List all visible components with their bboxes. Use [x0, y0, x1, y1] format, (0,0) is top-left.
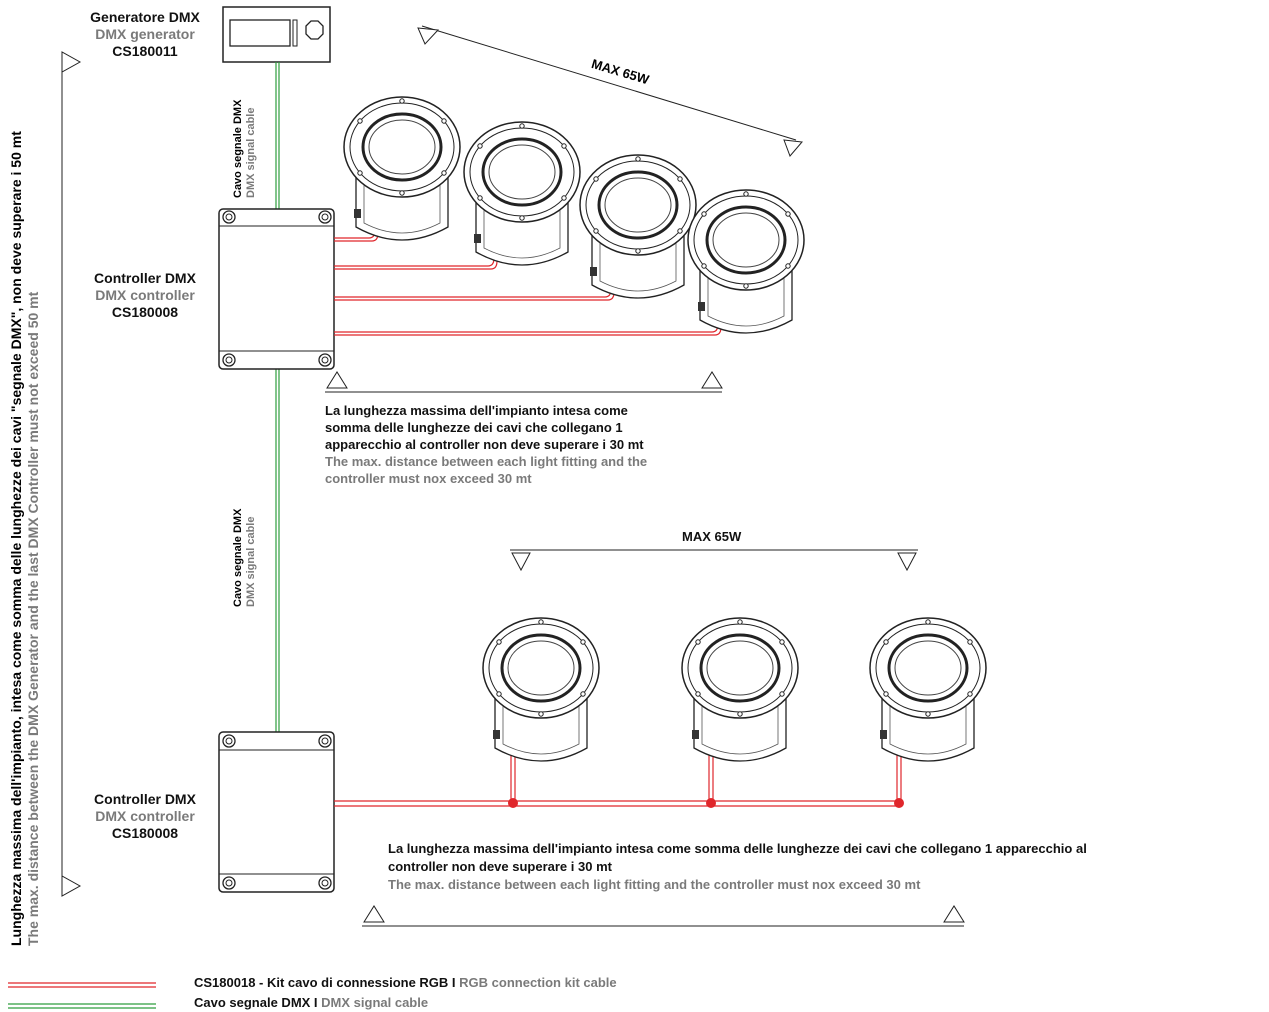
bottom-distance-note-en: The max. distance between each light fit… — [388, 877, 921, 892]
dimension-arrow-icon — [511, 552, 531, 572]
dmx-signal-cable-upper — [275, 62, 280, 210]
dmx-generator-title-en: DMX generator — [95, 26, 195, 42]
dimension-arrow-icon — [943, 905, 965, 923]
signal-cable-label-upper-it: Cavo segnale DMX — [232, 99, 244, 198]
legend-dmx-prefix: Cavo segnale DMX I — [194, 995, 322, 1010]
legend-rgb-suffix: RGB connection kit cable — [459, 975, 617, 990]
top-distance-note-it-2: somma delle lunghezze dei cavi che colle… — [325, 420, 623, 435]
dimension-arrow-icon — [701, 371, 723, 389]
controller-bottom-code: CS180008 — [111, 825, 179, 841]
light-fixture — [342, 95, 462, 242]
legend-rgb-prefix: CS180018 - Kit cavo di connessione RGB I — [194, 975, 460, 990]
signal-cable-label-lower-en: DMX signal cable — [245, 516, 257, 607]
signal-cable-label-upper-en: DMX signal cable — [245, 107, 257, 198]
dimension-arrow-icon — [783, 139, 803, 157]
controller-top-title-it: Controller DMX — [94, 270, 196, 286]
system-length-note: Lunghezza massima dell'impianto, intesa … — [8, 131, 42, 946]
legend-rgb-label: CS180018 - Kit cavo di connessione RGB I… — [194, 974, 617, 991]
controller-bottom-title-it: Controller DMX — [94, 791, 196, 807]
bottom-distance-note-it-1: La lunghezza massima dell'impianto intes… — [388, 841, 1087, 856]
dimension-arrow-icon — [897, 552, 917, 572]
rgb-cables-bottom — [334, 737, 902, 807]
light-fixture — [868, 616, 988, 763]
top-distance-note-it-1: La lunghezza massima dell'impianto intes… — [325, 403, 628, 418]
top-distance-note: La lunghezza massima dell'impianto intes… — [325, 402, 647, 487]
legend-dmx-label: Cavo segnale DMX I DMX signal cable — [194, 994, 428, 1011]
light-fixture — [680, 616, 800, 763]
system-length-note-en: The max. distance between the DMX Genera… — [25, 291, 41, 946]
dmx-generator-device — [222, 6, 331, 63]
top-distance-note-en-1: The max. distance between each light fit… — [325, 454, 648, 469]
legend-dmx-swatch — [8, 1003, 156, 1009]
bottom-distance-note-it-2: controller non deve superare i 30 mt — [388, 859, 612, 874]
dimension-arrow-icon — [61, 875, 82, 897]
signal-cable-label-lower: Cavo segnale DMX DMX signal cable — [232, 509, 258, 607]
controller-bottom-title-en: DMX controller — [95, 808, 195, 824]
dmx-generator-code: CS180011 — [112, 43, 178, 59]
signal-cable-label-lower-it: Cavo segnale DMX — [232, 508, 244, 607]
light-fixture — [462, 120, 582, 267]
controller-bottom-label: Controller DMX DMX controller CS180008 — [72, 791, 218, 842]
controller-top-code: CS180008 — [111, 304, 179, 320]
signal-cable-label-upper: Cavo segnale DMX DMX signal cable — [232, 100, 258, 198]
junction-point — [706, 798, 716, 808]
controller-top-label: Controller DMX DMX controller CS180008 — [72, 270, 218, 321]
dimension-arrow-icon — [61, 51, 82, 73]
max-power-label-bottom: MAX 65W — [682, 529, 742, 544]
controller-bottom-device — [218, 731, 335, 893]
legend-rgb-swatch — [8, 982, 156, 988]
system-length-note-it: Lunghezza massima dell'impianto, intesa … — [8, 131, 24, 946]
dmx-signal-cable-lower — [275, 368, 280, 732]
controller-top-device — [218, 208, 335, 370]
bottom-distance-note: La lunghezza massima dell'impianto intes… — [388, 840, 1263, 894]
dimension-arrow-icon — [326, 371, 348, 389]
dmx-generator-label: Generatore DMX DMX generator CS180011 — [72, 9, 218, 60]
dimension-arrow-icon — [363, 905, 385, 923]
junction-point — [894, 798, 904, 808]
top-distance-note-it-3: apparecchio al controller non deve super… — [325, 437, 644, 452]
light-fixture — [578, 153, 698, 300]
light-fixture — [481, 616, 601, 763]
junction-point — [508, 798, 518, 808]
light-fixture — [686, 188, 806, 335]
top-distance-note-en-2: controller must nox exceed 30 mt — [325, 471, 532, 486]
controller-top-title-en: DMX controller — [95, 287, 195, 303]
dimension-arrow-icon — [417, 27, 440, 45]
legend-dmx-suffix: DMX signal cable — [321, 995, 429, 1010]
dmx-generator-title-it: Generatore DMX — [90, 9, 200, 25]
max-power-dimension-line-top — [421, 25, 797, 141]
